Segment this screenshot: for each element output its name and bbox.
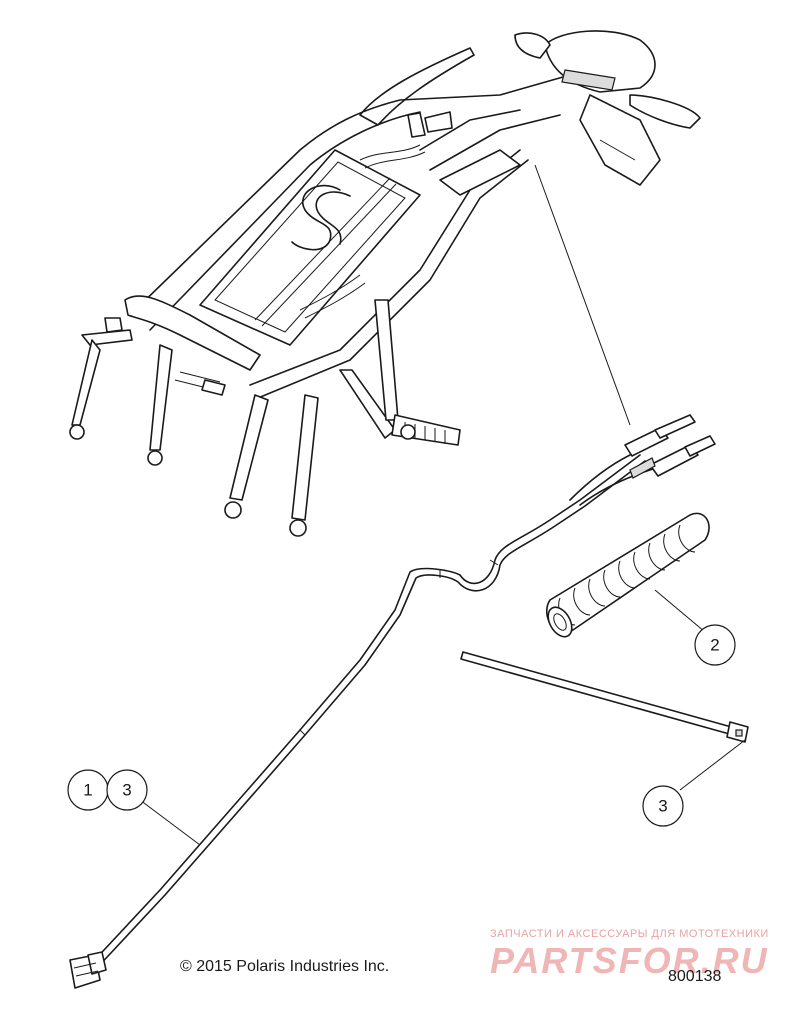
- callout-item-2: 2: [694, 624, 736, 666]
- diagram-part-number: 800138: [668, 968, 722, 985]
- wire-harness: [69, 414, 716, 989]
- subframe-assembly: [69, 30, 701, 537]
- callout-label: 3: [122, 781, 131, 800]
- leader-line-harness-top: [534, 164, 631, 426]
- callout-item-3-tie: 3: [642, 785, 684, 827]
- watermark-logo: PARTSFOR.RU: [490, 940, 769, 981]
- leader-line-item-3: [679, 739, 746, 791]
- copyright-text: © 2015 Polaris Industries Inc.: [180, 958, 390, 975]
- callout-item-3-harness: 3: [106, 769, 148, 811]
- leader-line-item-2: [654, 589, 706, 633]
- cable-tie: [460, 651, 749, 743]
- callout-label: 3: [658, 797, 667, 816]
- convoluted-tubing: [545, 512, 710, 638]
- callout-item-1: 1: [67, 769, 109, 811]
- callout-label: 2: [710, 636, 719, 655]
- watermark-tagline: ЗАПЧАСТИ И АКСЕССУАРЫ ДЛЯ МОТОТЕХНИКИ: [490, 928, 769, 940]
- leader-line-item-1: [139, 799, 201, 846]
- callout-label: 1: [83, 781, 92, 800]
